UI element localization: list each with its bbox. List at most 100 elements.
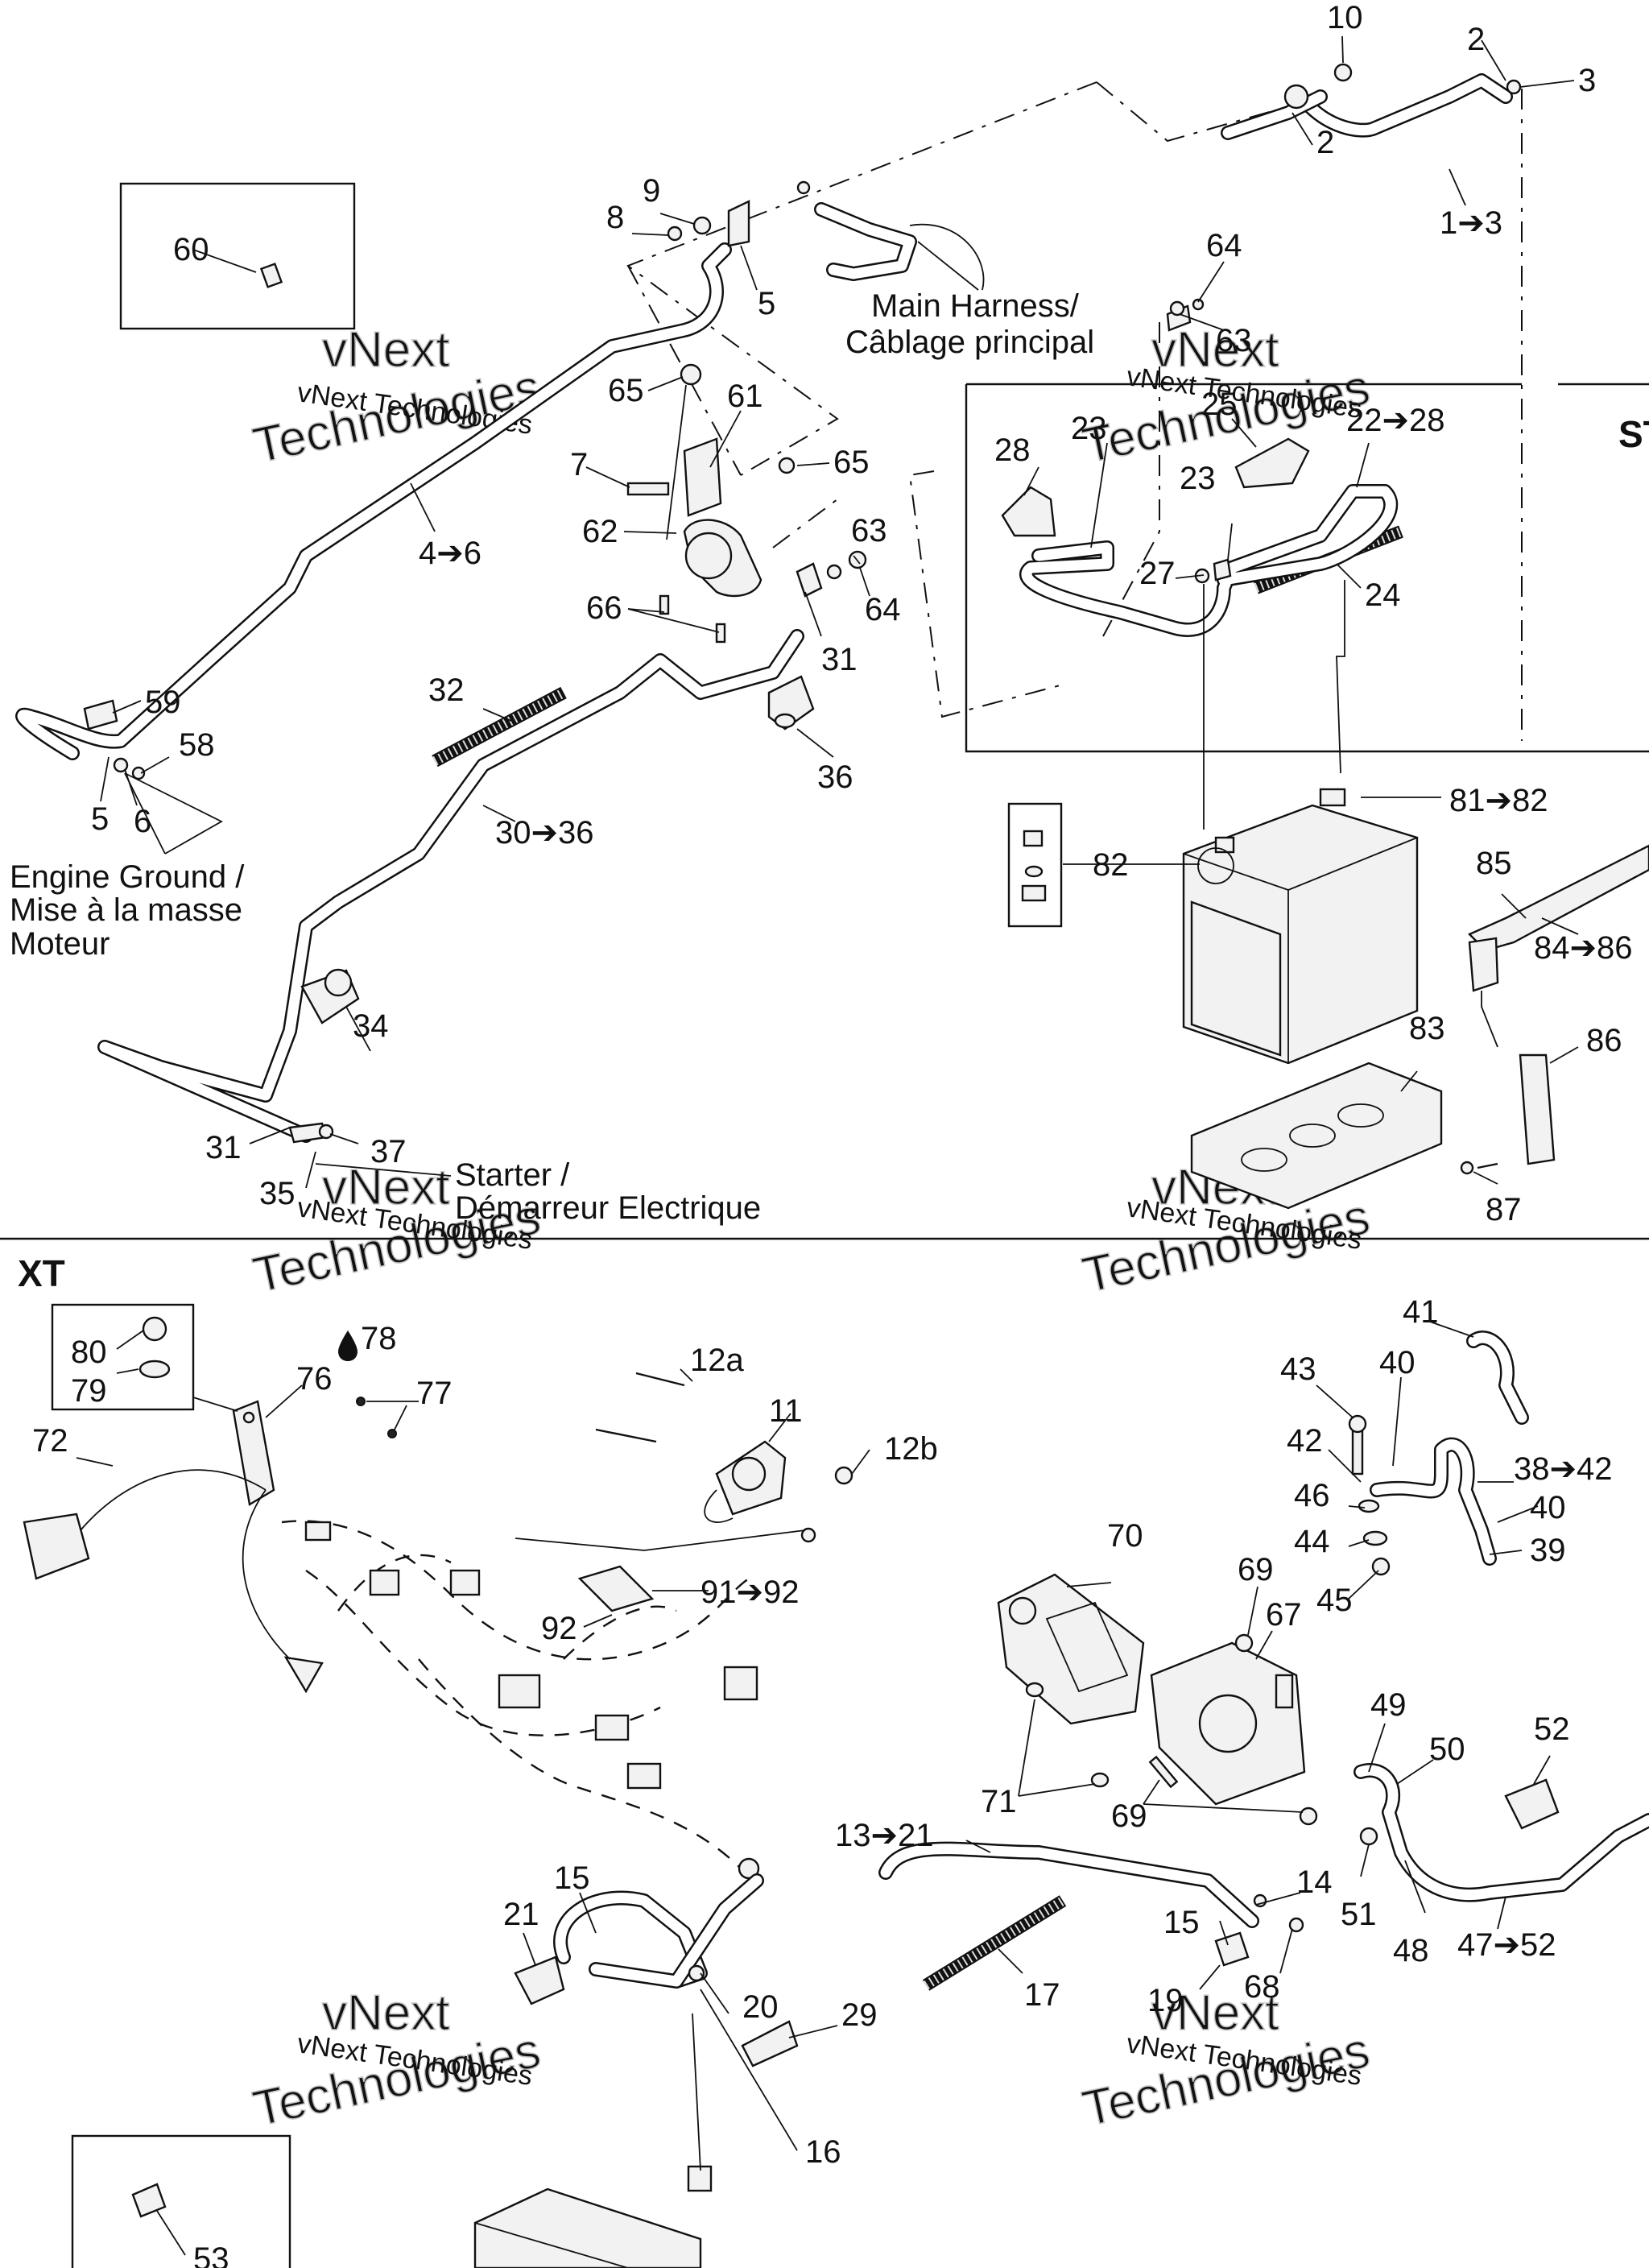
callout-80: 80 <box>71 1335 107 1370</box>
callout-68: 68 <box>1244 1969 1280 2005</box>
part-53 <box>131 2183 167 2218</box>
inset-box-53 <box>71 2134 291 2268</box>
callout-36: 36 <box>817 759 853 795</box>
callout-83: 83 <box>1409 1011 1445 1046</box>
callout-12b: 12b <box>884 1431 938 1467</box>
hardware-43-46 <box>1348 1414 1391 1576</box>
callout-23: 23 <box>1180 461 1216 496</box>
caption-starter-line2: Démarreur Electrique <box>455 1190 761 1226</box>
callout-9: 9 <box>643 173 660 209</box>
inset-box-79-80 <box>51 1303 195 1411</box>
callout-16: 16 <box>805 2134 841 2170</box>
callout-65: 65 <box>608 373 644 408</box>
callout-5: 5 <box>758 286 775 321</box>
battery-strap-84-86 <box>1460 844 1649 1175</box>
callout-3: 3 <box>1578 63 1596 98</box>
probe-tip <box>283 1656 324 1694</box>
callout-62: 62 <box>582 514 618 549</box>
point-77 <box>387 1429 397 1438</box>
battery-st <box>1182 788 1419 1065</box>
main-harness-branch <box>814 202 985 291</box>
hardware-top <box>667 63 1522 332</box>
callout-81-82: 81➔82 <box>1449 783 1548 818</box>
callout-12a: 12a <box>690 1343 744 1378</box>
cable-30-36 <box>97 629 804 1143</box>
boot-36-end <box>774 713 796 729</box>
callout-48: 48 <box>1393 1933 1429 1968</box>
callout-76: 76 <box>296 1361 333 1397</box>
sleeve-32 <box>432 686 567 768</box>
inset-79-80-parts <box>138 1316 171 1379</box>
callout-17: 17 <box>1024 1977 1060 2013</box>
inset-box-82 <box>1007 802 1063 928</box>
callout-49: 49 <box>1370 1687 1407 1723</box>
callout-45: 45 <box>1316 1583 1353 1618</box>
callout-84-86: 84➔86 <box>1534 930 1633 966</box>
inset-box-60 <box>119 182 356 330</box>
callout-86: 86 <box>1586 1023 1622 1058</box>
watermark-big-line1: vNext <box>322 1985 449 2041</box>
callout-7: 7 <box>570 447 588 482</box>
caption-starter-line1: Starter / <box>455 1157 570 1193</box>
boot-52 <box>1504 1778 1560 1830</box>
callout-22-28: 22➔28 <box>1346 403 1445 438</box>
callout-21: 21 <box>503 1897 539 1932</box>
callout-1-3: 1➔3 <box>1440 205 1502 241</box>
callout-5: 5 <box>91 801 109 837</box>
callout-87: 87 <box>1486 1192 1522 1227</box>
cable-13-21 <box>878 1841 1259 1928</box>
hardware-14-19-68 <box>1214 1893 1304 1967</box>
connector-72 <box>23 1469 267 1580</box>
callout-63: 63 <box>1216 323 1252 358</box>
callout-15: 15 <box>554 1860 590 1896</box>
bracket-70 <box>997 1573 1145 1725</box>
callout-35: 35 <box>259 1176 295 1211</box>
callout-50: 50 <box>1429 1732 1465 1767</box>
callout-24: 24 <box>1365 577 1401 613</box>
boot-29 <box>741 2020 799 2067</box>
leader-lines <box>76 35 1579 2256</box>
caption-main-harness-line1: Main Harness/ <box>871 288 1080 324</box>
callout-19: 19 <box>1147 1983 1184 2018</box>
caption-engine-ground-line2: Mise à la masse <box>10 892 242 928</box>
callout-44: 44 <box>1294 1524 1330 1559</box>
section-title-xt: XT <box>18 1252 65 1294</box>
cable-38-42 <box>1370 1437 1497 1566</box>
callout-39: 39 <box>1530 1533 1566 1568</box>
watermark-5: vNext Technologies vNext Technologies <box>248 1984 546 2138</box>
battery-tray-83 <box>1190 1062 1443 1210</box>
caption-main-harness-line2: Câblage principal <box>845 325 1094 360</box>
watermark-1: vNext Technologies vNext Technologies <box>248 321 546 474</box>
callout-25: 25 <box>1201 387 1238 422</box>
point-78 <box>356 1397 366 1406</box>
cable-15 <box>553 1873 764 1989</box>
probe-wire <box>242 1489 291 1660</box>
callout-40: 40 <box>1530 1490 1566 1525</box>
oil-drop-icon <box>338 1331 357 1361</box>
callout-2: 2 <box>1467 22 1485 57</box>
st-cable-22-28 <box>1019 484 1399 637</box>
cable-41-inner <box>1468 1332 1527 1423</box>
callout-2: 2 <box>1316 125 1334 160</box>
bracket-76 <box>232 1400 275 1506</box>
boot-28 <box>1001 486 1056 537</box>
callout-47-52: 47➔52 <box>1457 1927 1556 1963</box>
watermark-big-line1: vNext <box>1151 322 1279 378</box>
part-11 <box>515 1372 853 1551</box>
callout-8: 8 <box>606 200 624 235</box>
watermark-big-line1: vNext <box>322 322 449 378</box>
callout-58: 58 <box>179 727 215 763</box>
callout-4-6: 4➔6 <box>419 536 481 571</box>
callout-67: 67 <box>1266 1597 1302 1633</box>
callout-30-36: 30➔36 <box>495 815 594 850</box>
watermark-big-line1: vNext <box>322 1160 449 1215</box>
callout-labels: 10 2 3 2 1➔3 9 8 5 60 64 63 65 61 7 65 6… <box>32 0 1633 2268</box>
callout-29: 29 <box>841 1997 878 2033</box>
callout-20: 20 <box>742 1989 779 2025</box>
callout-77: 77 <box>416 1376 453 1411</box>
callout-15: 15 <box>1163 1905 1200 1940</box>
solenoid-assembly <box>626 363 867 644</box>
section-title-st: ST <box>1618 413 1649 455</box>
callout-91-92: 91➔92 <box>701 1575 800 1610</box>
